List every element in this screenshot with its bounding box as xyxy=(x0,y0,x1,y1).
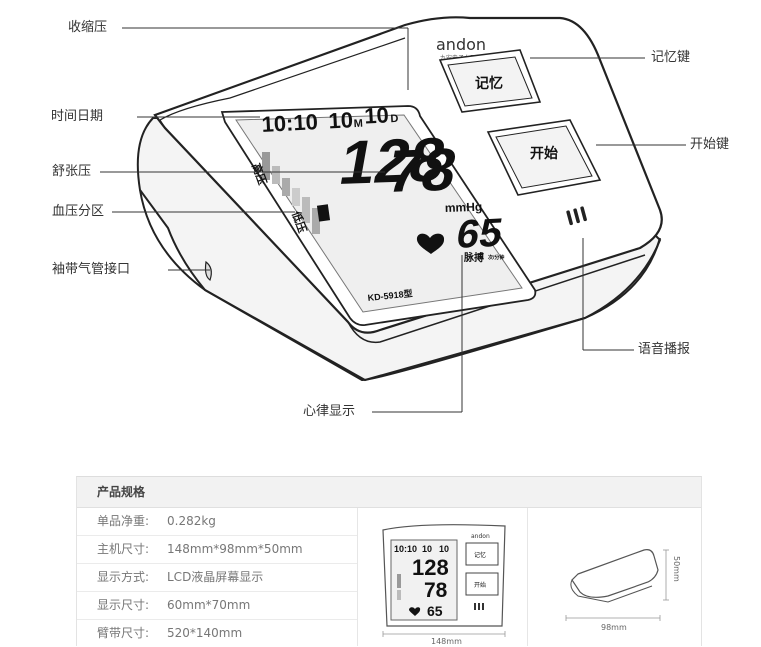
spec-title: 产品规格 xyxy=(77,477,701,508)
callout-systolic: 收缩压 xyxy=(68,20,108,35)
spec-value: 60mm*70mm xyxy=(167,598,251,612)
speaker-icon xyxy=(566,206,587,226)
lcd-pulse-label: 脉搏 xyxy=(463,251,484,264)
memory-button-label: 记忆 xyxy=(475,75,503,92)
side-height-label: 50mm xyxy=(672,556,681,582)
spec-value: 148mm*98mm*50mm xyxy=(167,542,303,556)
thumb-brand: andon xyxy=(471,533,490,540)
spec-row: 单品净重: 0.282kg xyxy=(77,508,357,536)
spec-row: 臂带尺寸: 520*140mm xyxy=(77,620,357,647)
thumb-time: 10:10 xyxy=(394,544,417,554)
lcd-pulse: 65 xyxy=(454,209,506,257)
spec-value: 520*140mm xyxy=(167,626,243,640)
spec-value: 0.282kg xyxy=(167,514,216,528)
thumb-heart-icon xyxy=(409,607,421,616)
lcd-month: 10 xyxy=(328,107,354,133)
thumb-memory-label: 记忆 xyxy=(474,551,486,559)
spec-key: 单品净重: xyxy=(97,514,150,528)
front-view-thumbnail: 10:10 10 10 128 78 65 andon 记忆 开始 148mm xyxy=(382,524,506,646)
callout-memory-key: 记忆键 xyxy=(651,50,691,65)
thumb-pulse: 65 xyxy=(427,603,443,619)
lcd-day-unit: D xyxy=(390,113,399,125)
callout-datetime: 时间日期 xyxy=(51,109,104,124)
side-view-thumbnail: 50mm 98mm xyxy=(565,549,681,632)
callout-heart-rhythm: 心律显示 xyxy=(303,404,356,419)
callout-cuff-port: 袖带气管接口 xyxy=(52,262,131,277)
side-depth-label: 98mm xyxy=(601,623,627,632)
device-model: KD-5918型 xyxy=(367,287,413,303)
spec-divider xyxy=(357,508,358,646)
lcd-pulse-unit: 次/分钟 xyxy=(488,254,504,261)
device-top-inner xyxy=(159,37,406,129)
spec-key: 显示方式: xyxy=(97,570,150,584)
brand-logo: andon xyxy=(436,35,486,54)
cuff-port-shape xyxy=(204,260,212,281)
device-body-base xyxy=(139,189,661,382)
thumb-month: 10 xyxy=(422,544,432,554)
spec-divider xyxy=(527,508,528,646)
lcd-day: 10 xyxy=(364,102,390,128)
spec-value: LCD液晶屏幕显示 xyxy=(167,570,264,584)
memory-button[interactable]: 记忆 xyxy=(438,49,542,113)
lcd-systolic: 128 xyxy=(335,125,451,198)
lcd-diastolic: 78 xyxy=(383,135,462,205)
spec-key: 显示尺寸: xyxy=(97,598,150,612)
spec-row: 显示方式: LCD液晶屏幕显示 xyxy=(77,564,357,592)
leader-lines xyxy=(100,27,686,413)
device-rim xyxy=(347,254,646,344)
device-body-side xyxy=(136,117,662,382)
start-button[interactable]: 开始 xyxy=(486,119,602,196)
spec-row: 显示尺寸: 60mm*70mm xyxy=(77,592,357,620)
callout-diastolic: 舒张压 xyxy=(52,164,92,179)
thumb-start-label: 开始 xyxy=(474,581,486,589)
thumb-diastolic: 78 xyxy=(424,579,448,602)
thumb-systolic: 128 xyxy=(412,555,449,580)
lcd-screen xyxy=(235,114,523,313)
thumb-day: 10 xyxy=(439,544,449,554)
spec-table: 产品规格 单品净重: 0.282kg 主机尺寸: 148mm*98mm*50mm… xyxy=(76,476,702,646)
spec-row: 主机尺寸: 148mm*98mm*50mm xyxy=(77,536,357,564)
lcd-time: 10:10 xyxy=(261,109,319,137)
lcd-month-unit: M xyxy=(353,118,363,130)
spec-key: 主机尺寸: xyxy=(97,542,150,556)
bp-zone-bars xyxy=(262,152,331,234)
callout-start-key: 开始键 xyxy=(690,137,730,152)
start-button-label: 开始 xyxy=(530,145,558,162)
lcd-unit: mmHg xyxy=(445,200,483,215)
spec-key: 臂带尺寸: xyxy=(97,626,150,640)
callout-voice: 语音播报 xyxy=(638,342,691,357)
front-width-label: 148mm xyxy=(431,637,462,646)
callout-bp-zone: 血压分区 xyxy=(52,204,105,219)
heart-icon xyxy=(416,233,445,254)
